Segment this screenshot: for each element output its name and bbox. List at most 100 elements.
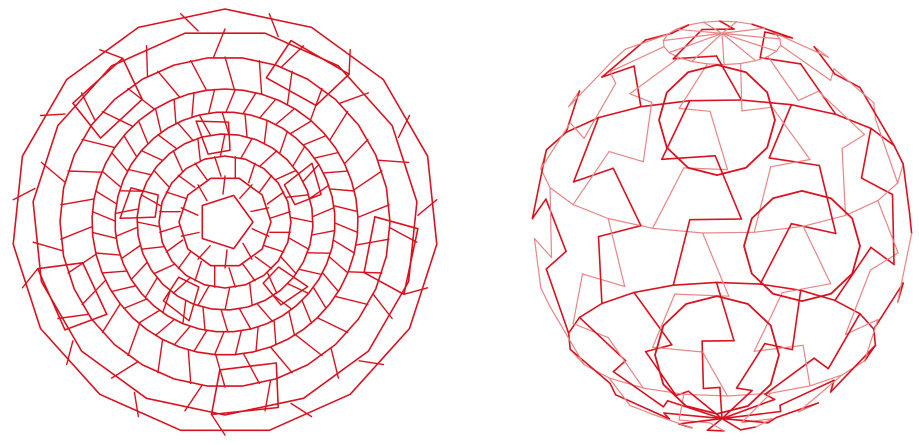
radial-edge xyxy=(160,226,179,232)
radial-edge xyxy=(141,247,164,250)
radial-edge xyxy=(334,240,355,253)
back-edge xyxy=(710,111,728,169)
radial-edge xyxy=(61,227,92,240)
radial-edge xyxy=(259,61,261,95)
radial-edge xyxy=(280,131,288,153)
radial-edge xyxy=(112,153,128,172)
front-edge xyxy=(814,47,835,75)
front-edge xyxy=(717,282,735,340)
radial-edge xyxy=(112,286,136,292)
radial-edge xyxy=(226,89,235,112)
radial-edge xyxy=(215,157,221,176)
back-edge xyxy=(703,233,729,296)
radial-edge xyxy=(345,140,368,164)
perspective-3d-wireframe xyxy=(512,0,919,445)
radial-edge xyxy=(195,261,201,280)
radial-edge xyxy=(317,318,347,333)
schlegel-diagram xyxy=(0,0,450,445)
back-edge xyxy=(534,239,540,288)
radial-edge xyxy=(291,217,313,222)
front-edge xyxy=(546,251,566,269)
radial-edge xyxy=(287,71,292,104)
radial-edge xyxy=(198,246,210,260)
radial-edge xyxy=(173,278,190,293)
radial-edge xyxy=(274,320,276,345)
back-edge xyxy=(610,47,664,72)
front-edge xyxy=(776,403,818,418)
back-edge xyxy=(771,386,810,393)
radial-edge xyxy=(116,227,137,236)
front-edge xyxy=(690,219,742,220)
radial-edge xyxy=(257,304,272,321)
front-edge xyxy=(599,107,641,118)
radial-edge xyxy=(251,208,269,212)
front-edge xyxy=(634,293,672,345)
radial-edge xyxy=(404,288,428,295)
front-edge xyxy=(663,401,667,407)
radial-edge xyxy=(183,301,186,324)
radial-edge xyxy=(100,50,123,59)
front-edge xyxy=(752,24,792,38)
back-edge xyxy=(608,219,625,287)
back-edge xyxy=(776,45,780,51)
radial-edge xyxy=(139,310,160,323)
radial-edge xyxy=(225,288,230,310)
ring-3 xyxy=(92,89,358,355)
back-edge xyxy=(573,205,608,219)
radial-edge xyxy=(198,138,201,161)
front-edge xyxy=(836,114,871,128)
radial-edge xyxy=(156,320,175,336)
radial-edge xyxy=(269,14,278,37)
radial-edge xyxy=(115,209,138,213)
radial-edge xyxy=(329,257,348,273)
front-edge xyxy=(814,358,828,369)
radial-edge xyxy=(250,283,253,306)
back-edge xyxy=(679,394,684,420)
front-edge xyxy=(673,30,702,59)
radial-edge xyxy=(191,61,207,91)
radial-edge xyxy=(195,163,207,180)
back-edge xyxy=(643,388,684,394)
front-edge xyxy=(602,293,634,304)
radial-edge xyxy=(235,331,241,355)
radial-edge xyxy=(13,189,35,200)
back-edge xyxy=(664,47,669,53)
back-edge xyxy=(609,152,643,162)
back-edge xyxy=(653,347,703,352)
large-face xyxy=(266,41,349,106)
back-edge xyxy=(846,201,878,216)
front-edge xyxy=(662,101,690,160)
front-edge xyxy=(613,361,625,372)
front-edge xyxy=(702,341,703,388)
front-edge xyxy=(741,100,791,105)
radial-edge xyxy=(243,264,255,281)
front-edge xyxy=(613,168,641,225)
radial-edge xyxy=(102,171,121,187)
radial-edge xyxy=(354,171,382,190)
radial-edge xyxy=(215,332,224,355)
radial-edge xyxy=(289,312,295,336)
radial-edge xyxy=(356,239,389,245)
front-edge xyxy=(871,128,894,145)
inner-face xyxy=(284,163,321,204)
radial-edge xyxy=(244,354,260,384)
back-edge xyxy=(653,168,684,228)
front-edge xyxy=(599,237,602,304)
front-edge xyxy=(599,226,641,237)
front-edge xyxy=(634,285,673,292)
back-edge xyxy=(550,188,552,258)
front-edge xyxy=(703,387,720,388)
radial-edge xyxy=(102,271,127,273)
radial-edge xyxy=(131,263,147,280)
radial-edge xyxy=(358,205,389,218)
radial-edge xyxy=(147,46,148,77)
ring-8 xyxy=(202,195,253,248)
front-edge xyxy=(760,32,765,58)
ring-2 xyxy=(60,58,390,386)
radial-edge xyxy=(260,175,272,192)
radial-edge xyxy=(181,233,199,237)
back-edge xyxy=(798,91,818,100)
radial-edge xyxy=(304,136,327,145)
back-edge xyxy=(768,51,777,56)
back-edge xyxy=(898,164,904,183)
